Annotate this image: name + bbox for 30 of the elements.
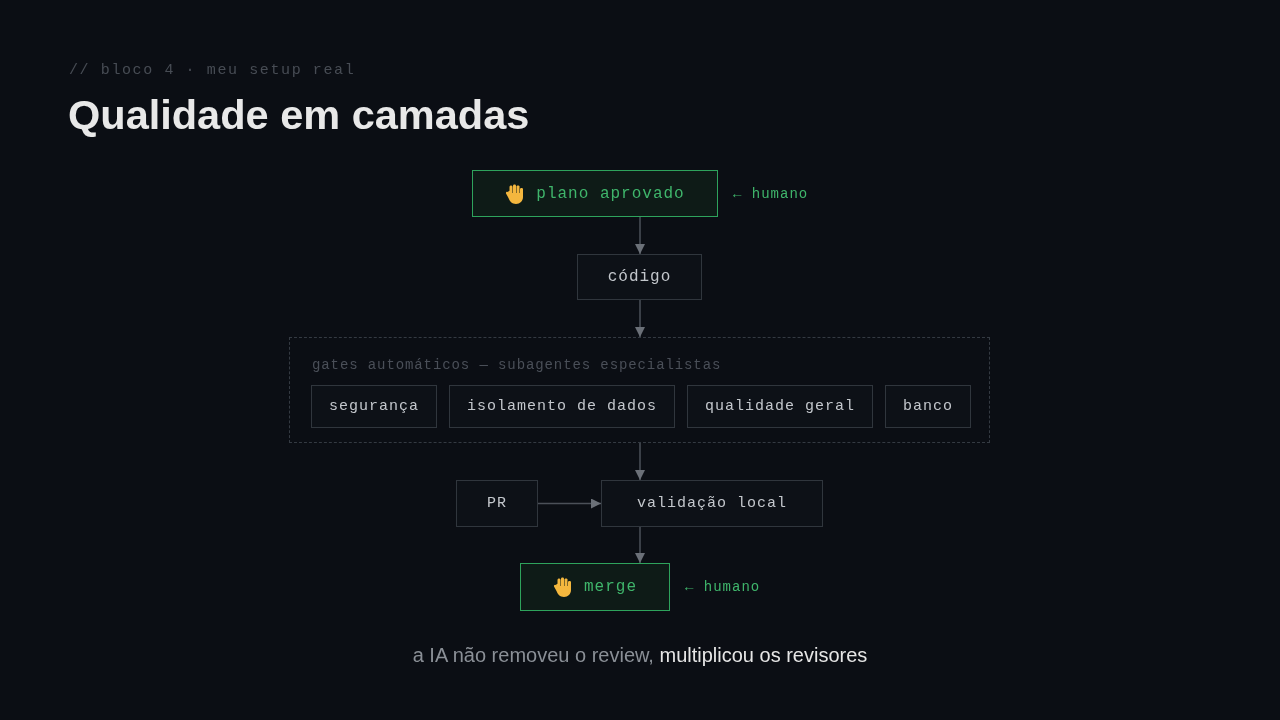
- node-label: plano aprovado: [536, 184, 685, 203]
- process-box: [601, 480, 823, 527]
- node-label: qualidade geral: [705, 398, 855, 415]
- process-box: [456, 480, 538, 527]
- group-frame: [289, 337, 990, 443]
- group-heading: gates automáticos — subagentes especialistas: [312, 357, 722, 373]
- node-label: segurança: [329, 398, 419, 415]
- title: Qualidade em camadas: [68, 91, 530, 139]
- process-box: [449, 385, 675, 428]
- arrow: [635, 442, 645, 481]
- side-note: ← humano: [733, 185, 809, 202]
- arrow: [635, 299, 645, 338]
- side-note: ← humano: [685, 579, 761, 595]
- arrow: [635, 216, 645, 255]
- process-box: [577, 254, 702, 300]
- node-label: isolamento de dados: [467, 398, 657, 415]
- process-box: [885, 385, 971, 428]
- kicker-label: // bloco 4 · meu setup real: [69, 62, 356, 79]
- arrow: [537, 498, 602, 509]
- process-box: [311, 385, 437, 428]
- node-label: código: [607, 268, 672, 286]
- process-box: [472, 170, 718, 217]
- process-box: [520, 563, 670, 611]
- node-label: merge: [584, 578, 637, 596]
- node-label: banco: [903, 398, 953, 415]
- caption-text: a IA não removeu o review, multiplicou os revisores: [412, 644, 868, 666]
- arrow: [635, 526, 645, 564]
- process-box: [687, 385, 873, 428]
- node-label: validação local: [637, 495, 787, 512]
- node-label: PR: [487, 495, 507, 512]
